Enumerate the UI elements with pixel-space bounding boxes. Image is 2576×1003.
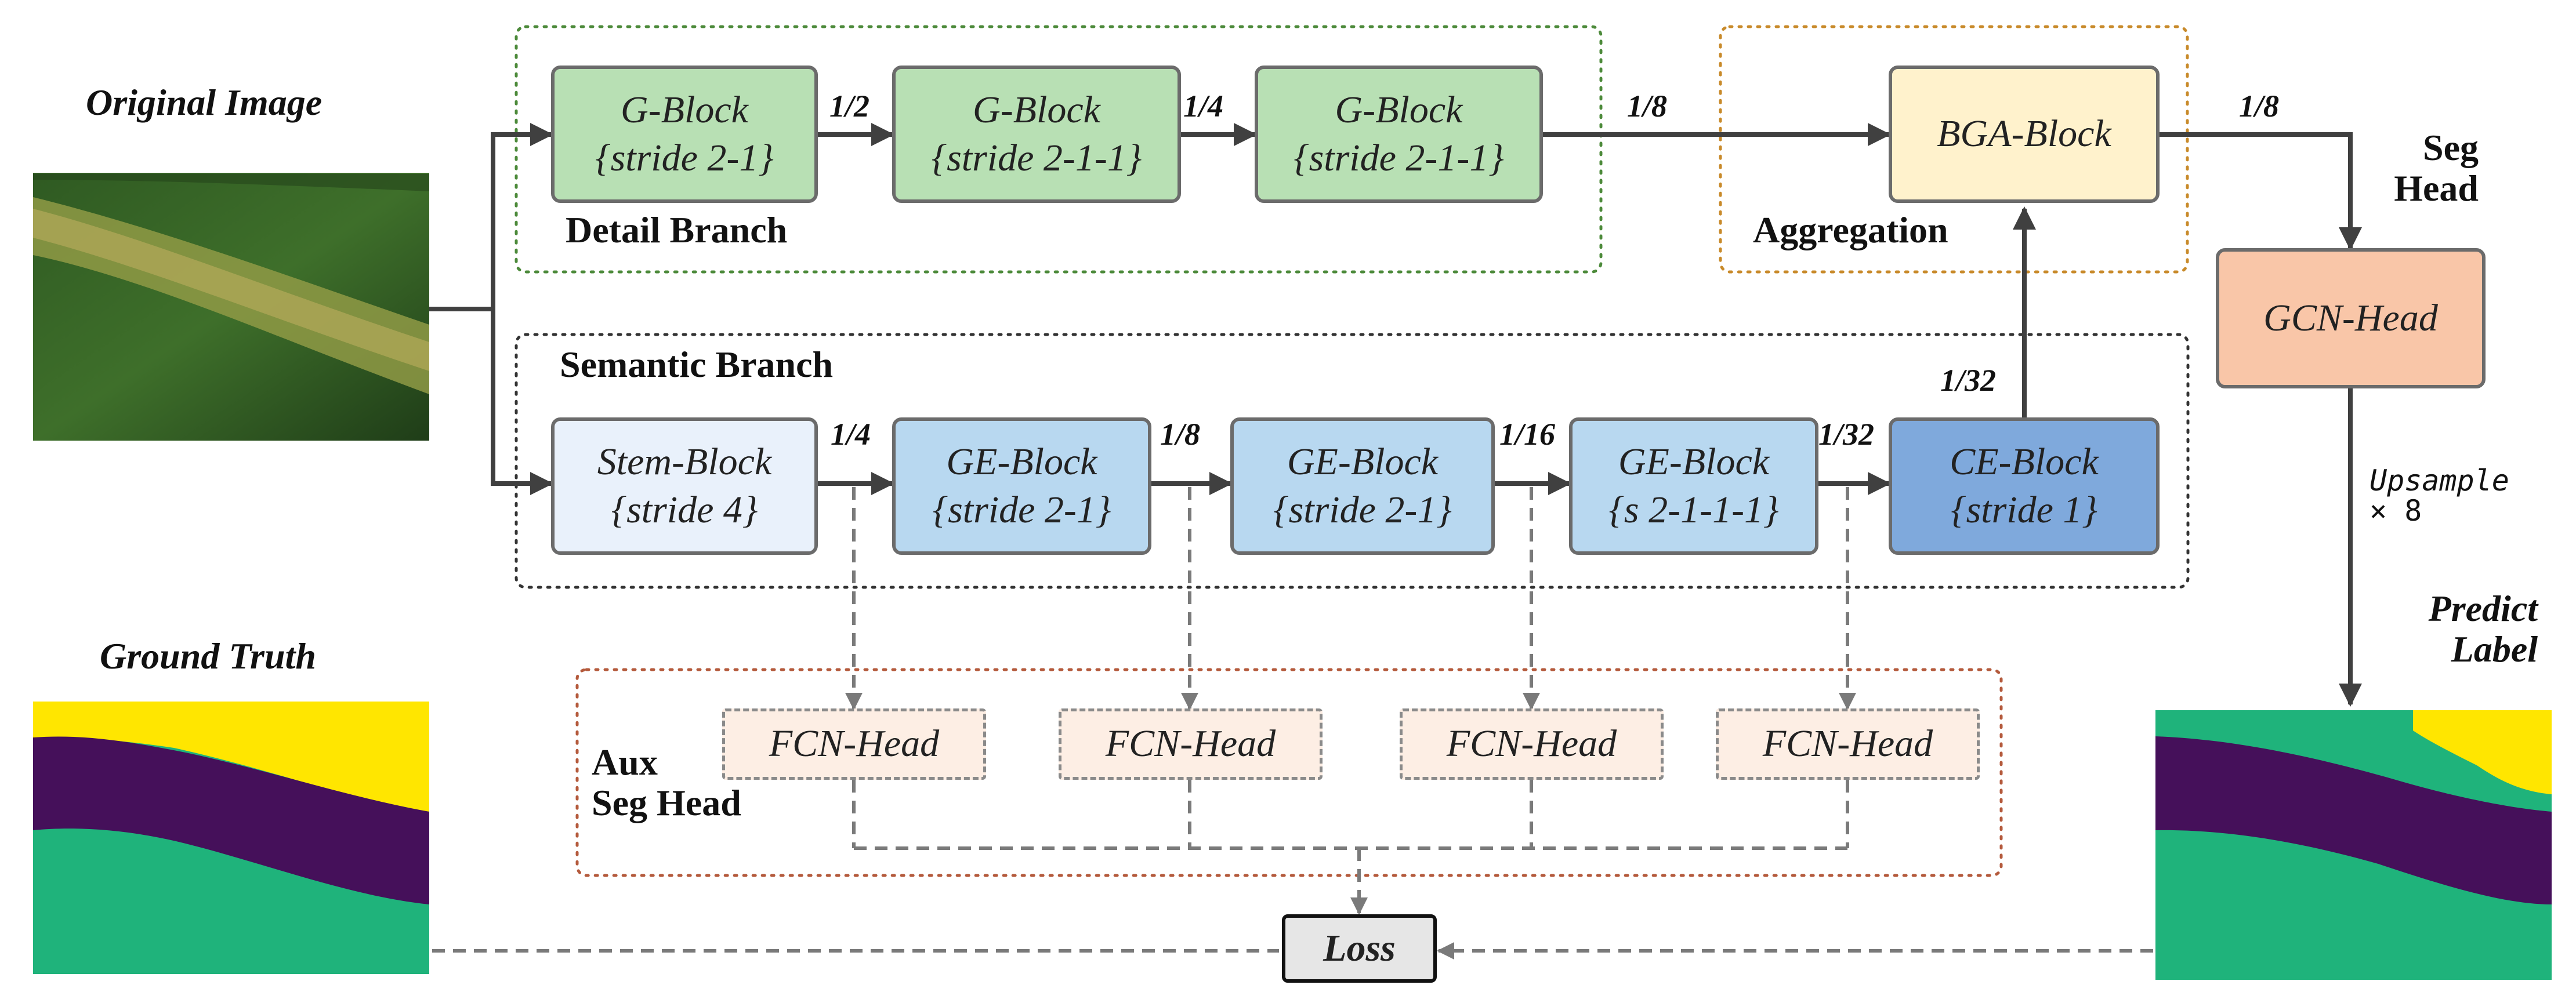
semantic-ge-block-1: GE-Block {stride 2-1} [892,417,1151,555]
predict-label-mask [2155,710,2552,980]
block-param: {stride 2-1-1} [931,136,1142,179]
ground-truth-mask [33,702,429,974]
block-name: CE-Block [1950,441,2099,483]
fcn-head-2: FCN-Head [1059,708,1323,780]
aggregation-label: Aggregation [1753,209,1948,250]
fcn-head-4: FCN-Head [1716,708,1980,780]
ground-truth-title: Ground Truth [100,635,316,677]
aux-seg-head-group [575,668,2003,877]
aux-dashed-arrows [432,487,2153,960]
block-name: G-Block [1335,89,1463,131]
ratio-semantic-1: 1/4 [831,417,871,452]
ratio-ce-out: 1/32 [1940,363,1997,398]
aux-seg-head-label: Aux Seg Head [592,742,741,824]
detail-g-block-1: G-Block {stride 2-1} [551,66,818,203]
aggregation-group [1719,25,2189,274]
seg-head-label: Seg Head [2394,127,2479,209]
block-name: G-Block [621,89,748,131]
semantic-branch-label: Semantic Branch [560,344,834,385]
predict-label-title: Predict Label [2428,588,2538,670]
semantic-ge-block-3: GE-Block {s 2-1-1-1} [1569,417,1818,555]
block-param: {s 2-1-1-1} [1608,488,1779,531]
original-image-title: Original Image [86,82,323,123]
semantic-ce-block: CE-Block {stride 1} [1889,417,2160,555]
block-param: {stride 4} [611,488,758,531]
block-param: {stride 2-1} [932,488,1111,531]
semantic-stem-block: Stem-Block {stride 4} [551,417,818,555]
solid-arrows [429,123,2362,707]
original-image-photo [33,173,429,441]
fcn-head-1: FCN-Head [722,708,986,780]
gcn-head: GCN-Head [2216,248,2486,388]
ratio-semantic-2: 1/8 [1160,417,1201,452]
ratio-detail-3: 1/8 [1627,89,1668,123]
block-param: {stride 2-1} [1273,488,1452,531]
block-name: Stem-Block [597,441,772,483]
block-name: GE-Block [1618,441,1770,483]
detail-g-block-3: G-Block {stride 2-1-1} [1255,66,1543,203]
block-param: {stride 1} [1951,488,2097,531]
bga-block: BGA-Block [1889,66,2160,203]
ratio-detail-1: 1/2 [829,89,870,123]
semantic-branch-group [515,333,2190,589]
upsample-label: Upsample [2370,464,2509,497]
fcn-head-3: FCN-Head [1400,708,1664,780]
block-param: {stride 2-1-1} [1294,136,1504,179]
ratio-semantic-4: 1/32 [1818,417,1875,452]
block-name: G-Block [973,89,1100,131]
detail-branch-group [515,25,1603,274]
detail-branch-label: Detail Branch [566,209,788,250]
block-name: GE-Block [946,441,1097,483]
ratio-semantic-3: 1/16 [1499,417,1556,452]
ratio-detail-2: 1/4 [1183,89,1224,123]
detail-g-block-2: G-Block {stride 2-1-1} [892,66,1181,203]
upsample-factor-label: × 8 [2370,494,2422,528]
block-param: {stride 2-1} [595,136,774,179]
ratio-bga-out: 1/8 [2239,89,2280,123]
loss-box: Loss [1282,914,1437,983]
block-name: GE-Block [1287,441,1439,483]
semantic-ge-block-2: GE-Block {stride 2-1} [1230,417,1495,555]
